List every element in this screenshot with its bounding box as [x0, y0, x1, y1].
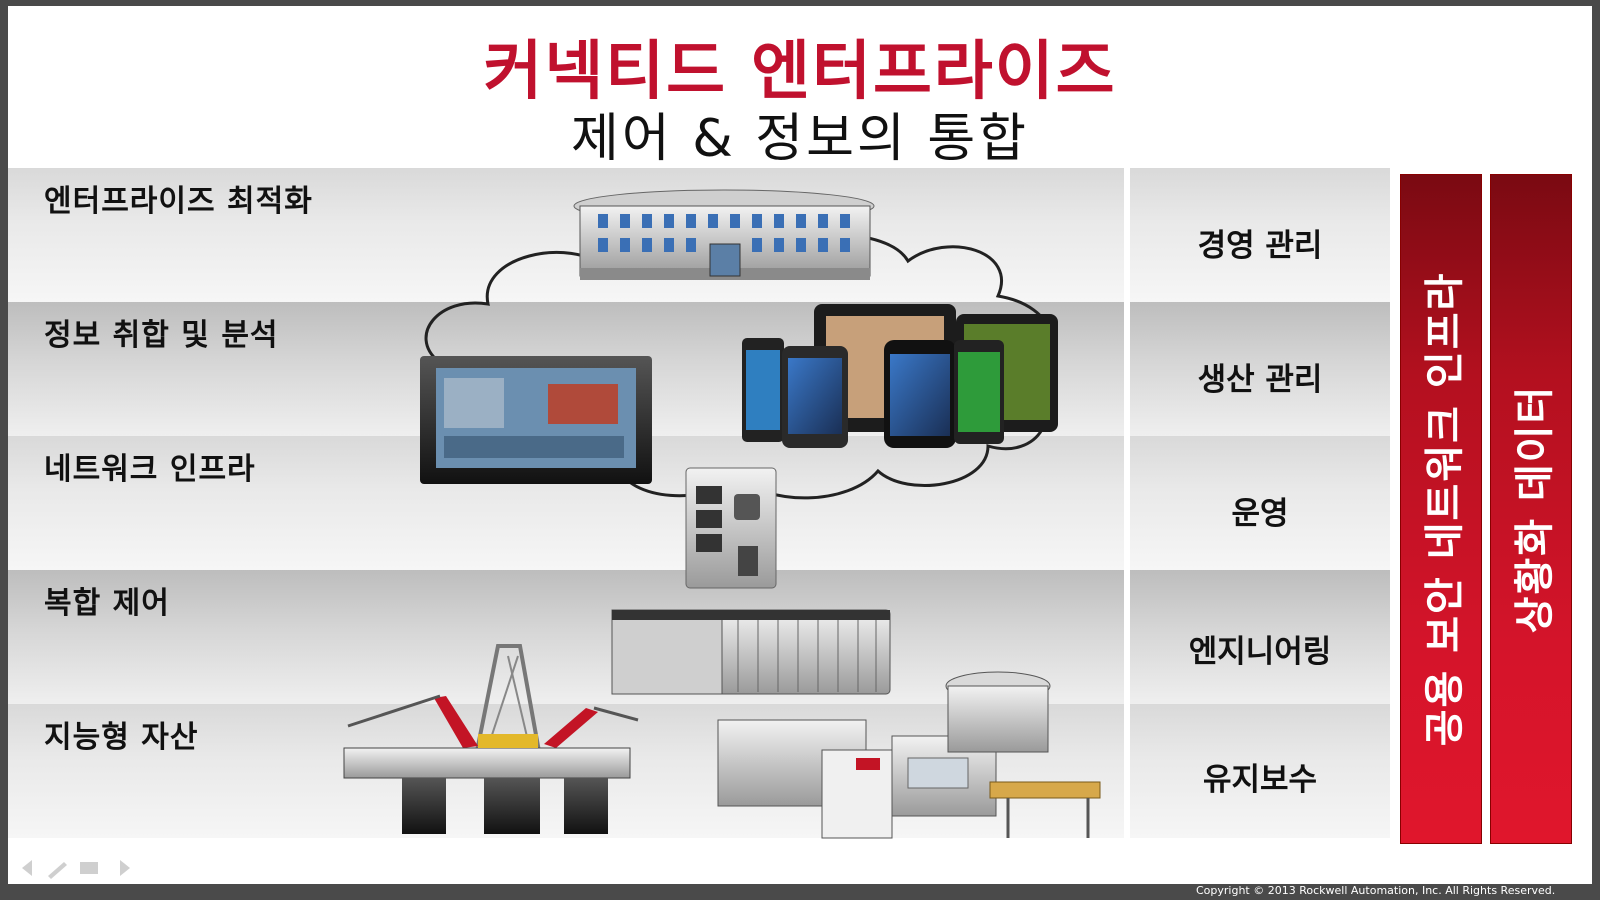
- plc-rack-icon: [611, 609, 891, 695]
- next-icon[interactable]: [120, 860, 130, 876]
- menu-icon[interactable]: [80, 862, 98, 874]
- process-machine-icon: [717, 671, 1101, 839]
- contextual-data-bar: 상황화 데이터: [1490, 174, 1572, 844]
- secure-network-bar: 공용 보안 네트워크 인프라: [1400, 174, 1482, 844]
- slide-title: 커넥티드 엔터프라이즈: [483, 35, 1117, 109]
- role-cell: 생산 관리: [1130, 302, 1390, 436]
- hmi-panel-icon: [420, 356, 652, 484]
- role-cell: 운영: [1130, 436, 1390, 570]
- role-label: 유지보수: [1202, 762, 1318, 798]
- network-switch-icon: [685, 467, 777, 589]
- role-label: 엔지니어링: [1188, 634, 1332, 670]
- layer-label: 정보 취합 및 분석: [44, 318, 279, 353]
- mobile-devices-icon: [742, 304, 1058, 448]
- layer-label: 지능형 자산: [44, 720, 199, 755]
- role-label: 생산 관리: [1197, 362, 1323, 398]
- layer-label: 네트워크 인프라: [44, 452, 256, 487]
- slide: 커넥티드 엔터프라이즈 제어 & 정보의 통합 엔터프라이즈 최적화 정보 취합…: [8, 6, 1592, 884]
- layer-band-enterprise: 엔터프라이즈 최적화: [8, 168, 1124, 302]
- layer-band-control: 복합 제어: [8, 570, 1124, 704]
- slide-subtitle: 제어 & 정보의 통합: [570, 109, 1030, 169]
- previous-icon[interactable]: [22, 860, 32, 876]
- slide-nav-controls[interactable]: [18, 856, 138, 880]
- copyright-text: Copyright © 2013 Rockwell Automation, In…: [1196, 884, 1556, 897]
- role-cell: 유지보수: [1130, 704, 1390, 838]
- role-cell: 경영 관리: [1130, 168, 1390, 302]
- office-building-icon: [573, 189, 875, 280]
- illustration: [343, 189, 1101, 839]
- layer-label: 복합 제어: [44, 586, 170, 621]
- role-label: 경영 관리: [1197, 228, 1323, 264]
- layer-label: 엔터프라이즈 최적화: [44, 184, 313, 219]
- role-cell: 엔지니어링: [1130, 570, 1390, 704]
- pen-icon[interactable]: [48, 862, 67, 879]
- role-label: 운영: [1231, 496, 1289, 532]
- oil-rig-icon: [343, 644, 639, 834]
- layer-band-network: 네트워크 인프라: [8, 436, 1124, 570]
